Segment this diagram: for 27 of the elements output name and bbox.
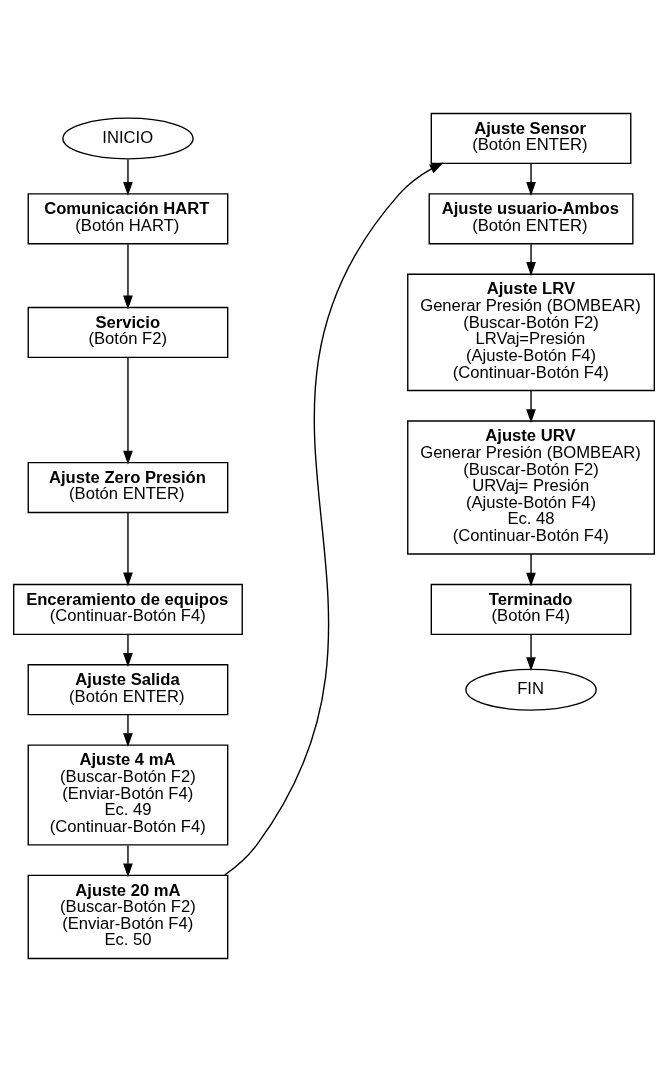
node-box: Ajuste URV Generar Presión (BOMBEAR) (Buscar-Botón F2) URVaj= Presión (Ajuste-Botón F4) Ec. 48 (Continuar-Botón F4): [407, 420, 655, 555]
arrow: [123, 844, 133, 878]
node-box: Ajuste usuario-Ambos (Botón ENTER): [428, 193, 634, 245]
arrow: [123, 158, 133, 196]
node-box: Enceramiento de equipos (Continuar-Botón F4): [13, 583, 243, 636]
node-box: Servicio (Botón F2): [27, 306, 229, 358]
arrow: [123, 356, 133, 465]
arrow: [123, 714, 133, 748]
arrow: [123, 512, 133, 587]
node-box: Comunicación HART (Botón HART): [27, 193, 229, 245]
node-box: Ajuste Salida (Botón ENTER): [27, 664, 229, 716]
arrow: [224, 162, 444, 876]
arrow: [526, 162, 536, 196]
node-ellipse: FIN: [465, 668, 597, 711]
node-box: Ajuste Zero Presión (Botón ENTER): [27, 461, 229, 514]
node-box: Ajuste 20 mA (Buscar-Botón F2) (Enviar-Botón F4) Ec. 50: [27, 874, 229, 960]
arrow: [123, 243, 133, 310]
node-ellipse: INICIO: [62, 117, 194, 160]
arrow: [123, 633, 133, 667]
node-box: Ajuste Sensor (Botón ENTER): [430, 112, 632, 165]
node-box: Ajuste LRV Generar Presión (BOMBEAR) (Buscar-Botón F2) LRVaj=Presión (Ajuste-Botón F4) (Continuar-Botón F4): [407, 273, 655, 392]
arrow: [526, 553, 536, 587]
arrow: [526, 633, 536, 672]
arrow: [526, 390, 536, 424]
node-box: Ajuste 4 mA (Buscar-Botón F2) (Enviar-Botón F4) Ec. 49 (Continuar-Botón F4): [27, 744, 229, 846]
arrow: [526, 243, 536, 276]
node-box: Terminado (Botón F4): [430, 583, 632, 636]
